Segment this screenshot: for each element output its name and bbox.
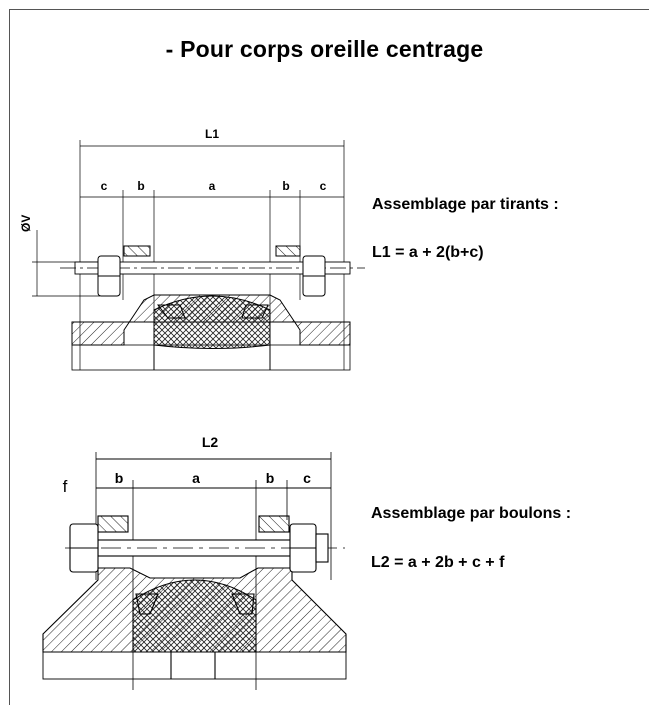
dim-a: a <box>192 470 200 486</box>
dim-L2: L2 <box>202 434 219 450</box>
dim-c-left: c <box>101 179 108 193</box>
tie-rod-assembly-caption: Assemblage par tirants : <box>372 196 559 213</box>
page-frame <box>9 9 649 705</box>
dim-a: a <box>209 179 216 193</box>
bolt-assembly-caption: Assemblage par boulons : <box>371 505 572 522</box>
dim-diameter-v: ØV <box>19 215 33 232</box>
bolt-drawing <box>42 452 347 690</box>
dim-c: c <box>303 470 311 486</box>
dim-b-left: b <box>137 179 144 193</box>
tie-rod-formula: L1 = a + 2(b+c) <box>372 244 484 261</box>
dim-f: f <box>63 477 68 496</box>
dim-b-right: b <box>282 179 289 193</box>
page-title: - Pour corps oreille centrage <box>165 36 484 62</box>
dim-L1: L1 <box>205 127 219 141</box>
tie-rod-drawing <box>32 140 365 371</box>
dim-b-right: b <box>266 470 275 486</box>
dim-b-left: b <box>115 470 124 486</box>
dim-c-right: c <box>320 179 327 193</box>
bolt-formula: L2 = a + 2b + c + f <box>371 554 505 571</box>
